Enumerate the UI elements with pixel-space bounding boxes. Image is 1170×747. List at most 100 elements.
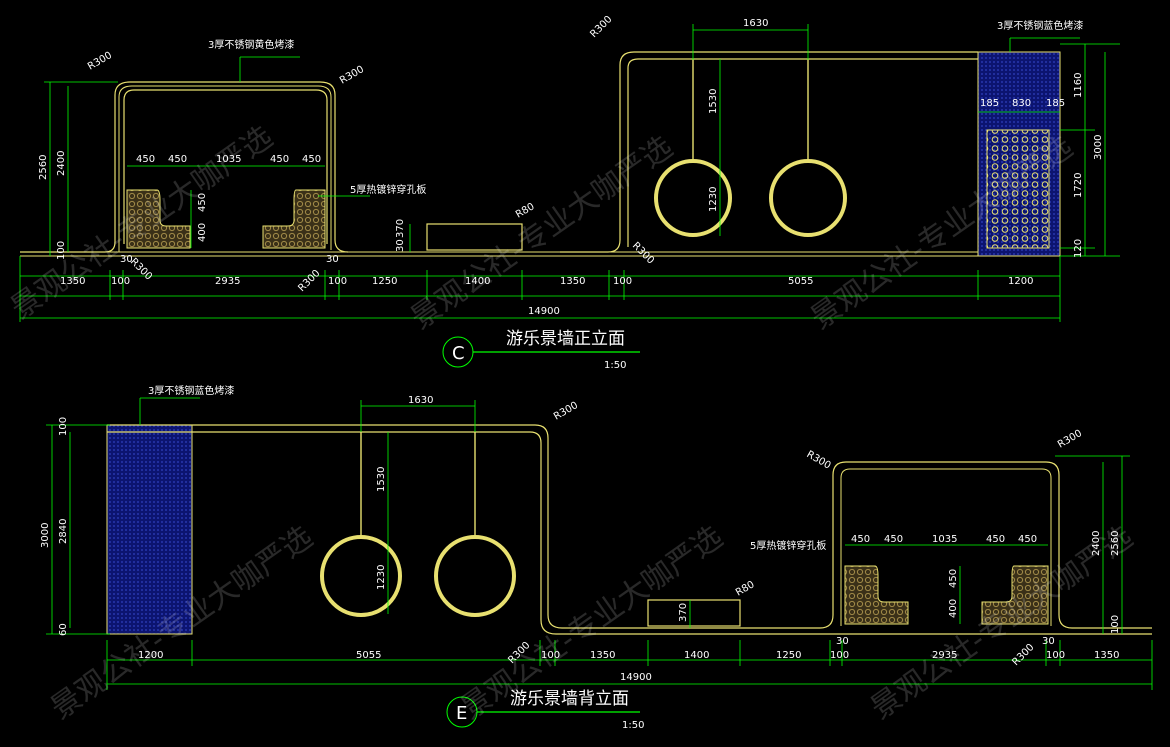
front-bottom-9: 1200 xyxy=(1008,276,1033,287)
back-bottom-4: 1400 xyxy=(684,650,709,661)
back-bottom-5: 1250 xyxy=(776,650,801,661)
front-bottom-7: 100 xyxy=(613,276,632,287)
front-dim-1530: 1530 xyxy=(708,89,719,114)
back-radius-3: R300 xyxy=(1056,428,1084,451)
back-elevation: E 游乐景墙背立面 1:50 3厚不锈钢蓝色烤漆 5厚热镀锌穿孔板 R300 R… xyxy=(40,384,1153,731)
front-dim-450a: 450 xyxy=(136,154,155,165)
back-scale: 1:50 xyxy=(622,720,644,731)
back-bottom-7: 2935 xyxy=(932,650,957,661)
front-dim-3000: 3000 xyxy=(1093,135,1104,160)
back-dim-1530: 1530 xyxy=(376,467,387,492)
back-low-bench xyxy=(647,599,741,627)
front-bottom-4: 1250 xyxy=(372,276,397,287)
back-bottom-8: 100 xyxy=(1046,650,1065,661)
front-bottom-1: 100 xyxy=(111,276,130,287)
front-tall-frame xyxy=(560,51,978,253)
back-bottom-1: 5055 xyxy=(356,650,381,661)
back-dim-1035: 1035 xyxy=(932,534,957,545)
front-dim-400v: 400 xyxy=(197,223,208,242)
front-low-bench xyxy=(426,223,523,251)
front-bottom-3: 100 xyxy=(328,276,347,287)
back-bottom-9: 1350 xyxy=(1094,650,1119,661)
back-dim-450v: 450 xyxy=(948,569,959,588)
front-dim-1230: 1230 xyxy=(708,187,719,212)
front-dim-185a: 185 xyxy=(980,98,999,109)
front-dim-rings: 1630 xyxy=(743,18,768,29)
front-dim-30b: 30 xyxy=(326,254,339,265)
back-dim-3000: 3000 xyxy=(40,523,51,548)
front-dim-185b: 185 xyxy=(1046,98,1065,109)
back-dim-100: 100 xyxy=(58,417,69,436)
front-note-blue: 3厚不锈钢蓝色烤漆 xyxy=(997,19,1083,32)
front-radius-2: R300 xyxy=(338,64,366,87)
front-radius-3: R300 xyxy=(588,14,614,40)
front-dim-450v: 450 xyxy=(197,193,208,212)
back-dim-400v: 400 xyxy=(948,599,959,618)
front-radius-4: R300 xyxy=(630,240,656,266)
front-dim-30a: 30 xyxy=(120,254,133,265)
back-mesh-seat-left xyxy=(844,565,909,625)
back-bottom-2: 100 xyxy=(541,650,560,661)
front-bottom-5: 1400 xyxy=(465,276,490,287)
back-dim-2560: 2560 xyxy=(1110,531,1121,556)
back-bottom-0: 1200 xyxy=(138,650,163,661)
back-radius-5: R300 xyxy=(1010,642,1036,668)
back-dim-450a: 450 xyxy=(851,534,870,545)
front-dim-450d: 450 xyxy=(302,154,321,165)
back-radius-r80: R80 xyxy=(734,579,757,598)
back-dim-2840: 2840 xyxy=(58,519,69,544)
back-note-blue: 3厚不锈钢蓝色烤漆 xyxy=(148,384,234,397)
front-left-frame-inner xyxy=(118,85,332,252)
back-dim-450d: 450 xyxy=(1018,534,1037,545)
back-bottom-6: 100 xyxy=(830,650,849,661)
back-title: 游乐景墙背立面 xyxy=(510,689,629,709)
front-dim-2400: 2400 xyxy=(56,151,67,176)
front-total: 14900 xyxy=(528,306,560,317)
back-dimension-lines xyxy=(46,397,1153,690)
front-symbol-letter: C xyxy=(452,343,465,364)
back-blue-panel xyxy=(106,424,193,635)
front-dim-30v: 30 xyxy=(395,239,406,252)
back-dim-30b: 30 xyxy=(1042,636,1055,647)
front-bottom-2: 2935 xyxy=(215,276,240,287)
front-dim-2560: 2560 xyxy=(38,155,49,180)
back-dim-1230: 1230 xyxy=(376,565,387,590)
back-bottom-3: 1350 xyxy=(590,650,615,661)
front-radius-1: R300 xyxy=(86,50,114,73)
back-radius-2: R300 xyxy=(805,449,833,472)
front-dim-1035: 1035 xyxy=(216,154,241,165)
back-ring-left xyxy=(320,535,402,617)
front-radius-6: R300 xyxy=(296,268,322,294)
front-dim-100: 100 xyxy=(56,241,67,260)
back-dim-450b: 450 xyxy=(884,534,903,545)
back-note-mesh: 5厚热镀锌穿孔板 xyxy=(750,539,826,552)
front-bottom-6: 1350 xyxy=(560,276,585,287)
back-dim-450c: 450 xyxy=(986,534,1005,545)
back-dim-60: 60 xyxy=(58,623,69,636)
front-dim-830: 830 xyxy=(1012,98,1031,109)
front-bottom-0: 1350 xyxy=(60,276,85,287)
front-title: 游乐景墙正立面 xyxy=(506,329,625,349)
back-symbol-letter: E xyxy=(456,703,467,724)
front-note-mesh: 5厚热镀锌穿孔板 xyxy=(350,183,426,196)
back-tall-frame xyxy=(107,424,1152,635)
back-total: 14900 xyxy=(620,672,652,683)
back-dim-2400: 2400 xyxy=(1091,531,1102,556)
watermark-1: 景观公社-专业大咖严选 xyxy=(5,120,280,327)
front-panel-holes xyxy=(986,129,1050,249)
front-mesh-seat-left xyxy=(126,189,191,249)
front-elevation: C 游乐景墙正立面 1:50 3厚不锈钢黄色烤漆 3厚不锈钢蓝色烤漆 5厚热镀锌… xyxy=(19,14,1120,371)
back-dim-rings: 1630 xyxy=(408,395,433,406)
front-dim-120: 120 xyxy=(1073,239,1084,258)
back-dim-100b: 100 xyxy=(1110,615,1121,634)
front-dim-450c: 450 xyxy=(270,154,289,165)
front-ground xyxy=(20,251,1060,257)
back-dim-370: 370 xyxy=(678,603,689,622)
back-ring-right xyxy=(434,535,516,617)
back-radius-1: R300 xyxy=(552,400,580,423)
front-scale: 1:50 xyxy=(604,360,626,371)
front-mesh-seat-right xyxy=(262,189,326,249)
front-dim-450b: 450 xyxy=(168,154,187,165)
back-mesh-seat-right xyxy=(981,565,1049,625)
